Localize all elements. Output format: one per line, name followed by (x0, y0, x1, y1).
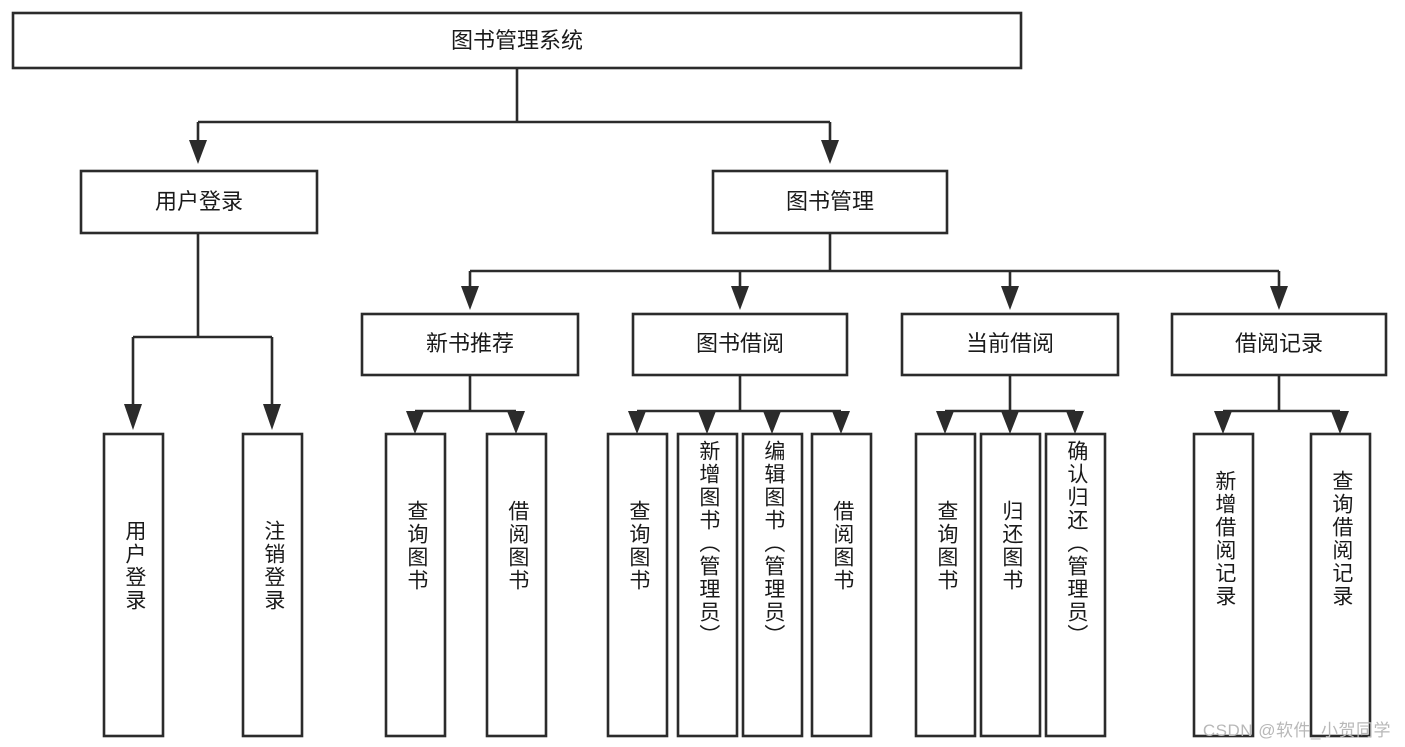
node-book-borrow-label: 图书借阅 (696, 331, 784, 356)
arrow-head-leaf-query-book-3 (936, 411, 954, 434)
connector-group-user-login (124, 233, 281, 430)
arrow-head-borrow-record (1270, 286, 1288, 310)
arrow-head-leaf-add-book (698, 411, 716, 434)
arrow-head-leaf-add-record (1214, 411, 1232, 434)
arrow-head-leaf-user-login (124, 404, 142, 430)
leaf-box-query-book-2[interactable] (606, 432, 669, 738)
node-current-borrow-label: 当前借阅 (966, 331, 1054, 356)
node-current-borrow[interactable]: 当前借阅 (900, 312, 1120, 377)
node-borrow-record[interactable]: 借阅记录 (1170, 312, 1388, 377)
leaf-box-borrow-book-2[interactable] (810, 432, 873, 738)
node-book-borrow-box[interactable] (631, 312, 849, 377)
arrow-head-leaf-query-book-1 (406, 411, 424, 434)
node-borrow-record-label: 借阅记录 (1235, 331, 1323, 356)
connector-group-borrow-record (1214, 375, 1349, 434)
connector-group-new-book-recommend (406, 375, 525, 434)
node-new-book-recommend-box[interactable] (360, 312, 580, 377)
node-root-label: 图书管理系统 (451, 28, 583, 53)
arrow-head-new-book-recommend (461, 286, 479, 310)
node-root[interactable]: 图书管理系统 (11, 11, 1023, 70)
arrow-head-current-borrow (1001, 286, 1019, 310)
watermark-text: CSDN @软件_小贺同学 (1202, 721, 1391, 740)
leaf-box-edit-book[interactable] (741, 432, 804, 738)
leaf-box-query-record[interactable] (1309, 432, 1372, 738)
leaf-box-add-record[interactable] (1192, 432, 1255, 738)
connector-group-current-borrow (936, 375, 1084, 434)
arrow-head-user-login (189, 140, 207, 164)
node-user-login[interactable]: 用户登录 (79, 169, 319, 235)
connector-group-book-borrow (628, 375, 850, 434)
arrow-head-leaf-return-book (1001, 411, 1019, 434)
node-user-login-box[interactable] (79, 169, 319, 235)
node-borrow-record-box[interactable] (1170, 312, 1388, 377)
arrow-head-leaf-edit-book (763, 411, 781, 434)
arrow-head-leaf-confirm-return (1066, 411, 1084, 434)
arrow-head-leaf-query-record (1331, 411, 1349, 434)
leaf-box-confirm-return[interactable] (1044, 432, 1107, 738)
node-user-login-label: 用户登录 (155, 189, 243, 214)
leaf-box-query-book-1[interactable] (384, 432, 447, 738)
connector-group-book-manage (461, 233, 1288, 310)
arrow-head-leaf-borrow-book-2 (832, 411, 850, 434)
leaf-box-add-book[interactable] (676, 432, 739, 738)
node-book-manage[interactable]: 图书管理 (711, 169, 949, 235)
arrow-head-book-borrow (731, 286, 749, 310)
arrow-head-leaf-borrow-book-1 (507, 411, 525, 434)
node-new-book-recommend[interactable]: 新书推荐 (360, 312, 580, 377)
leaf-box-logout-login[interactable] (241, 432, 304, 738)
connector-group-root (189, 68, 839, 164)
leaf-box-user-login[interactable] (102, 432, 165, 738)
arrow-head-leaf-query-book-2 (628, 411, 646, 434)
leaf-box-borrow-book-1[interactable] (485, 432, 548, 738)
arrow-head-book-manage (821, 140, 839, 164)
node-book-manage-label: 图书管理 (786, 189, 874, 214)
leaf-box-query-book-3[interactable] (914, 432, 977, 738)
leaf-box-return-book[interactable] (979, 432, 1042, 738)
node-book-borrow[interactable]: 图书借阅 (631, 312, 849, 377)
node-current-borrow-box[interactable] (900, 312, 1120, 377)
node-book-manage-box[interactable] (711, 169, 949, 235)
node-new-book-recommend-label: 新书推荐 (426, 331, 514, 356)
arrow-head-leaf-logout-login (263, 404, 281, 430)
node-root-box[interactable] (11, 11, 1023, 70)
